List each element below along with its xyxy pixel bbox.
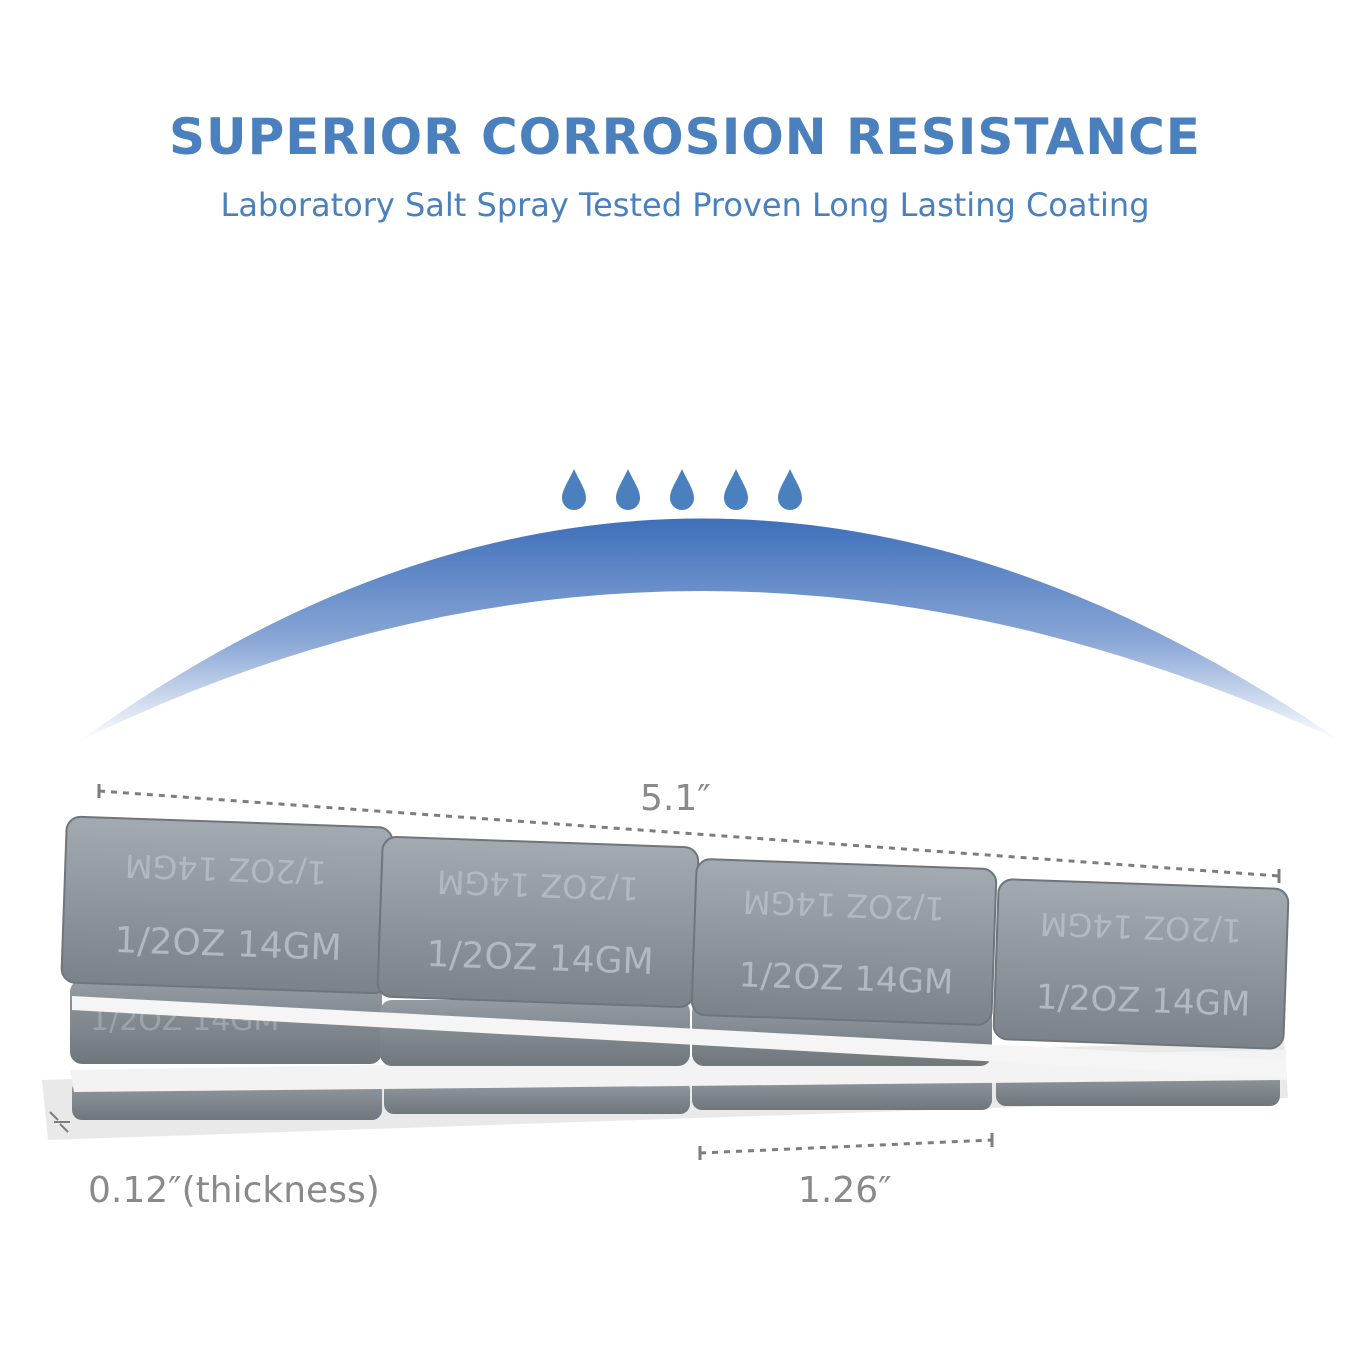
- subheadline: Laboratory Salt Spray Tested Proven Long…: [220, 186, 1150, 224]
- weight-stamp-bottom: 1/2OZ 14GM: [426, 934, 654, 983]
- thickness-marker: [49, 1111, 70, 1133]
- segment-dimension-line: [698, 1133, 994, 1160]
- water-drop-icon: [724, 469, 748, 510]
- weight-stamp-top: 1/2OZ 14GM: [742, 882, 945, 927]
- weight-stamp-bottom: 1/2OZ 14GM: [1035, 977, 1251, 1024]
- headline: SUPERIOR CORROSION RESISTANCE: [169, 108, 1201, 166]
- weight-block: 1/2OZ 14GM 1/2OZ 14GM: [690, 858, 998, 1026]
- weight-stamp-bottom: 1/2OZ 14GM: [114, 920, 342, 969]
- weight-stamp-top: 1/2OZ 14GM: [436, 862, 639, 907]
- water-drop-icon: [778, 469, 802, 510]
- weight-block: 1/2OZ 14GM 1/2OZ 14GM: [60, 815, 394, 995]
- weight-stamp-top: 1/2OZ 14GM: [1039, 904, 1242, 949]
- weight-stamp-bottom: 1/2OZ 14GM: [738, 955, 954, 1002]
- length-dimension-line: [97, 784, 1281, 883]
- water-drop-icon: [616, 469, 640, 510]
- water-drop-icon: [562, 469, 586, 510]
- weight-block: 1/2OZ 14GM 1/2OZ 14GM: [376, 836, 700, 1008]
- thickness-label: 0.12″(thickness): [88, 1170, 380, 1211]
- weight-stack: 1/2OZ 14GM: [42, 980, 1288, 1140]
- weight-stamp-top: 1/2OZ 14GM: [124, 846, 327, 891]
- protective-arc: [78, 518, 1342, 742]
- weight-block: 1/2OZ 14GM 1/2OZ 14GM: [992, 878, 1290, 1050]
- segment-label: 1.26″: [798, 1170, 892, 1211]
- water-drop-icon: [670, 469, 694, 510]
- water-drops: [562, 469, 802, 510]
- length-label: 5.1″: [640, 778, 711, 819]
